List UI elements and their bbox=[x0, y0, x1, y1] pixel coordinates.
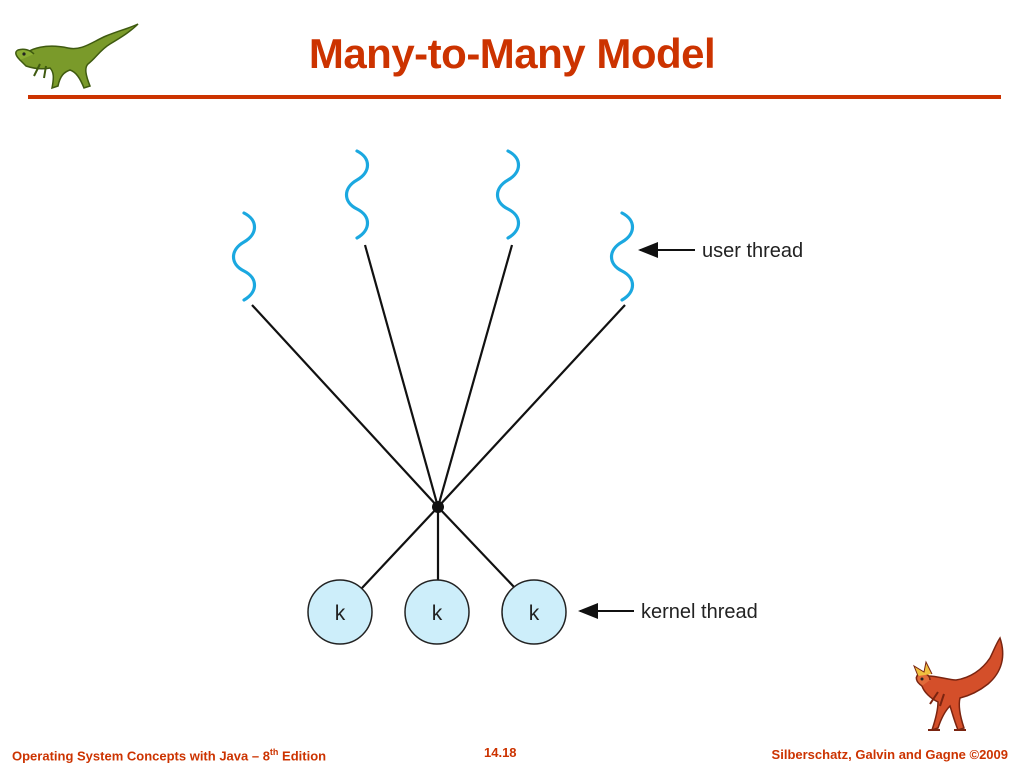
footer-authors: Silberschatz, Galvin and Gagne ©2009 bbox=[771, 747, 1008, 762]
connector-line bbox=[437, 304, 626, 508]
connector-line bbox=[437, 506, 516, 589]
footer-book-prefix: Operating System Concepts with Java – 8 bbox=[12, 748, 270, 764]
footer-book-suffix: Edition bbox=[278, 748, 327, 764]
user-thread bbox=[609, 211, 635, 302]
junction-dot bbox=[432, 501, 444, 513]
user-thread bbox=[495, 149, 521, 240]
user-thread-label: user thread bbox=[702, 240, 803, 262]
kernel-thread-label: k bbox=[529, 602, 540, 625]
many-to-many-diagram: k k k user thread kernel thread bbox=[231, 149, 803, 645]
connector-line bbox=[361, 506, 439, 589]
title-divider bbox=[28, 95, 1001, 99]
kernel-thread-label: k bbox=[335, 602, 346, 625]
footer-page-number: 14.18 bbox=[484, 745, 517, 760]
footer-book-superscript: th bbox=[269, 747, 279, 757]
footer-book-title: Operating System Concepts with Java – 8t… bbox=[12, 747, 327, 764]
green-dinosaur-icon bbox=[15, 23, 139, 90]
red-dinosaur-icon bbox=[912, 636, 1004, 732]
connector-line bbox=[436, 244, 514, 508]
user-thread bbox=[231, 211, 257, 302]
kernel-thread: k bbox=[307, 579, 373, 645]
connector-line bbox=[251, 304, 439, 508]
page-title: Many-to-Many Model bbox=[308, 30, 716, 77]
connector-line bbox=[363, 244, 440, 508]
kernel-thread: k bbox=[501, 579, 567, 645]
kernel-thread: k bbox=[404, 579, 470, 645]
user-thread bbox=[344, 149, 370, 240]
kernel-thread-label: k bbox=[432, 602, 443, 625]
kernel-thread-text: kernel thread bbox=[641, 601, 758, 623]
